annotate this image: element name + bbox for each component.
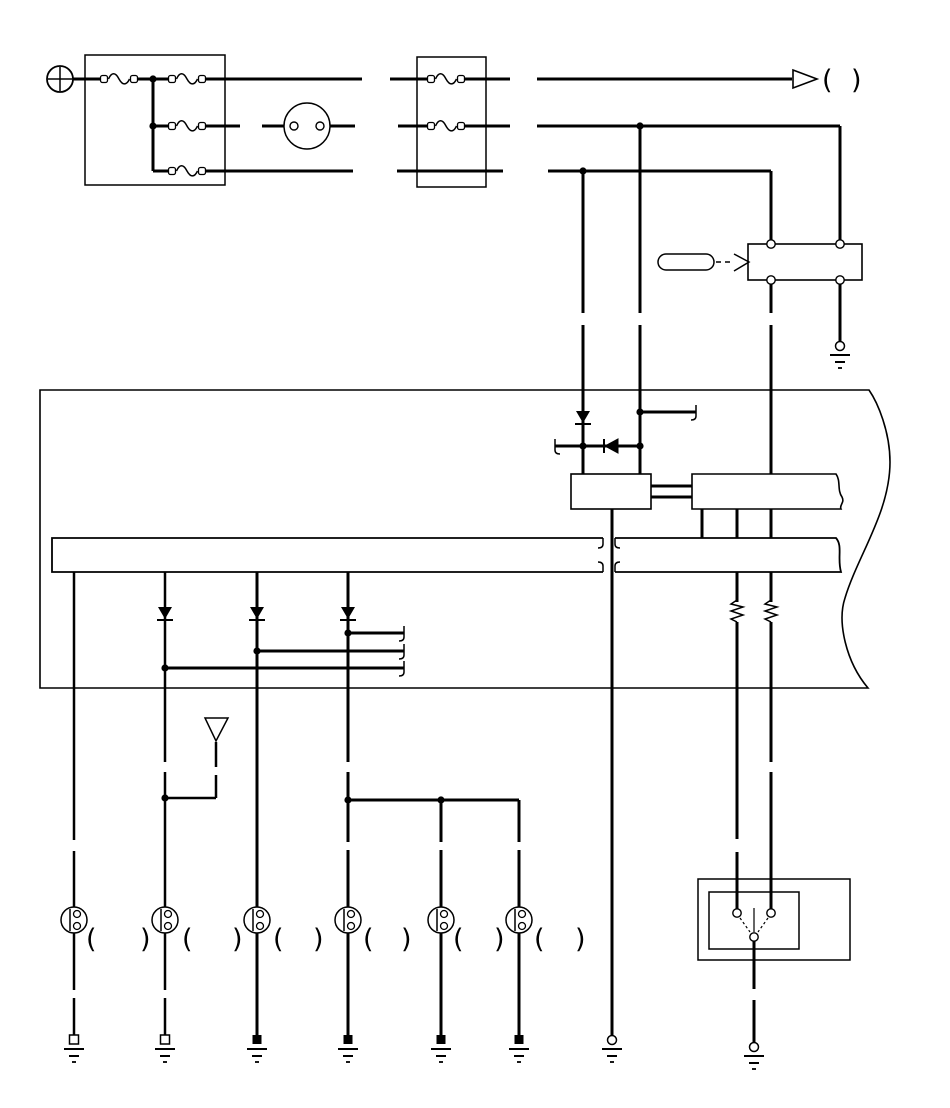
bus-connector-right — [614, 537, 843, 573]
junction-dot — [579, 167, 587, 175]
paren-close: ) — [140, 924, 151, 955]
junction-dot — [344, 796, 352, 804]
fuse-icon — [426, 73, 466, 85]
diode-icon — [340, 607, 356, 621]
signal-arrow-icon — [792, 68, 820, 90]
bulb-socket-icon — [60, 906, 88, 934]
junction-dot — [161, 794, 169, 802]
label-placeholders: ( ) ( ) ( ) ( ) ( ) ( ) ( ) — [86, 65, 862, 955]
grounds — [64, 340, 850, 1070]
paren-open: ( — [182, 924, 193, 955]
open-terminals — [732, 239, 845, 942]
junction-dot — [579, 442, 587, 450]
terminal-icon — [835, 239, 845, 249]
diode-icon — [249, 607, 265, 621]
bulb-socket-icon — [334, 906, 362, 934]
junction-dot — [437, 796, 445, 804]
fuse-icon — [167, 120, 207, 132]
junction-dot — [149, 75, 157, 83]
connector-end-tick — [398, 626, 405, 642]
paren-open: ( — [534, 924, 545, 955]
battery-positive-icon — [46, 65, 74, 93]
bulb-sockets — [60, 906, 533, 934]
fuses — [99, 73, 466, 177]
ground-icon — [744, 1041, 764, 1070]
inline-connector-icon — [283, 102, 331, 150]
paren-open: ( — [822, 65, 833, 96]
junction-dot — [161, 664, 169, 672]
fuse-box-2 — [416, 56, 487, 188]
ground-icon — [155, 1034, 175, 1063]
relay-box — [747, 243, 863, 281]
internal-module-box-1 — [570, 473, 652, 510]
paren-open: ( — [273, 924, 284, 955]
connector-end-tick — [398, 661, 405, 677]
antenna-icon — [203, 717, 230, 743]
terminal-icon — [749, 932, 759, 942]
junction-dot — [636, 408, 644, 416]
wires — [72, 77, 842, 1042]
resistor-icon — [728, 599, 746, 623]
down-diodes — [157, 411, 591, 621]
remote-transmitter-icon — [657, 253, 715, 271]
connector-end-ticks — [398, 405, 697, 677]
bulb-socket-icon — [151, 906, 179, 934]
connector-end-tick — [690, 405, 697, 421]
junction-dot — [636, 442, 644, 450]
junction-dot — [149, 122, 157, 130]
ground-icon — [247, 1035, 267, 1063]
paren-close: ) — [232, 924, 243, 955]
fuse-icon — [99, 73, 139, 85]
fuse-icon — [167, 73, 207, 85]
paren-close: ) — [575, 924, 586, 955]
ground-icon — [602, 1034, 622, 1063]
connector-end-tick — [398, 644, 405, 660]
fuse-box-1 — [84, 54, 226, 186]
paren-open: ( — [86, 924, 97, 955]
terminal-icon — [835, 275, 845, 285]
two-position-switch-icon — [697, 878, 851, 961]
junction-dot — [636, 122, 644, 130]
terminal-icon — [766, 908, 776, 918]
bulb-socket-icon — [505, 906, 533, 934]
ground-icon — [64, 1034, 84, 1063]
control-unit-box — [39, 389, 891, 689]
fuse-icon — [426, 120, 466, 132]
paren-close: ) — [401, 924, 412, 955]
diode-icon — [157, 607, 173, 621]
fuse-icon — [167, 165, 207, 177]
junction-dot — [253, 647, 261, 655]
paren-close: ) — [494, 924, 505, 955]
terminal-icon — [766, 239, 776, 249]
terminal-icon — [766, 275, 776, 285]
ground-icon — [830, 340, 850, 369]
mechanical-link-icon — [651, 484, 692, 499]
bus-connector-left — [51, 537, 604, 573]
dashed-arrow-icon — [716, 253, 751, 272]
paren-open: ( — [363, 924, 374, 955]
junction-dots — [149, 75, 644, 804]
paren-close: ) — [313, 924, 324, 955]
ground-icon — [431, 1035, 451, 1063]
diode-icon — [603, 438, 619, 454]
paren-open: ( — [453, 924, 464, 955]
paren-close: ) — [851, 65, 862, 96]
junction-dot — [344, 629, 352, 637]
ground-icon — [509, 1035, 529, 1063]
diode-icon — [575, 411, 591, 425]
ground-icon — [338, 1035, 358, 1063]
resistor-icon — [762, 599, 780, 623]
terminal-icon — [732, 908, 742, 918]
bulb-socket-icon — [243, 906, 271, 934]
internal-module-box-2 — [691, 473, 844, 510]
bulb-socket-icon — [427, 906, 455, 934]
connector-end-tick — [554, 439, 561, 455]
